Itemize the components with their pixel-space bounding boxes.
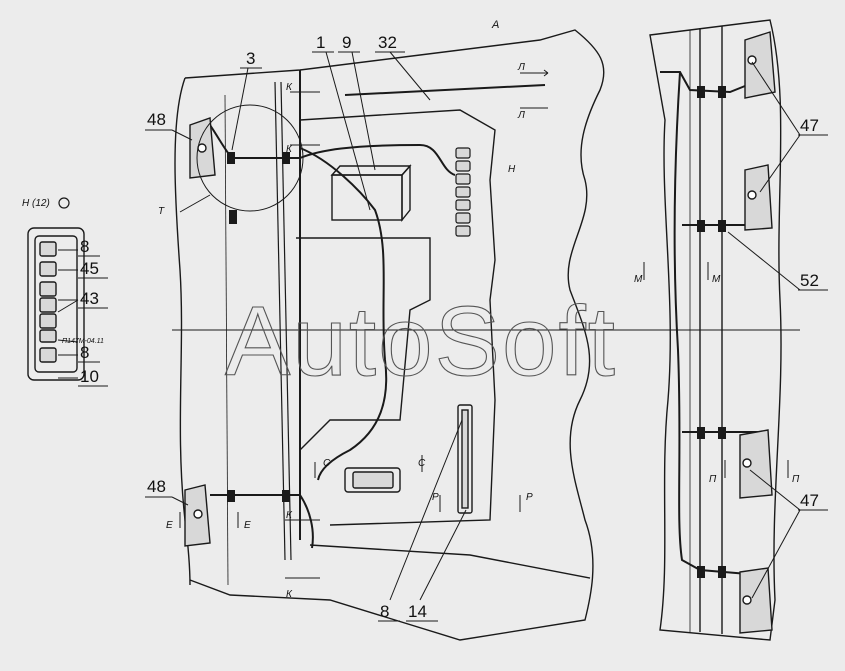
connector-caption: Н (12) [22,198,50,209]
svg-text:К: К [286,589,293,600]
lamp-48-lower[interactable] [184,484,211,547]
callout-47a: 47 [800,116,819,135]
harness-clamps-right [697,86,726,578]
callout-9: 9 [342,33,351,52]
watermark: AutoSoft [225,286,617,396]
callout-10: 10 [80,367,99,386]
block-code: П147М-04.11 [62,338,104,345]
connector-symbol [58,197,70,209]
leader-lines [57,51,801,601]
svg-text:Н: Н [508,164,516,175]
callout-47b: 47 [800,491,819,510]
svg-text:К: К [286,144,293,155]
svg-text:Р: Р [526,492,533,503]
label-underlines [78,51,828,622]
lamp-47-2[interactable] [744,164,773,231]
callout-3: 3 [246,49,255,68]
lamp-47-4[interactable] [739,567,773,634]
cab-outline [174,29,605,641]
connector-cluster[interactable] [455,147,471,237]
marker-lamp-14[interactable] [457,404,473,514]
callout-32: 32 [378,33,397,52]
callout-14: 14 [408,602,427,621]
svg-text:М: М [634,274,643,285]
svg-text:К: К [286,82,293,93]
svg-text:Л: Л [517,62,525,73]
svg-text:С: С [323,458,331,469]
svg-text:М: М [712,274,721,285]
svg-text:П: П [792,474,800,485]
svg-text:Е: Е [166,520,173,531]
junction-box[interactable] [330,164,412,222]
callout-8a: 8 [80,237,89,256]
svg-text:Л: Л [517,110,525,121]
lamp-48-upper[interactable] [189,117,216,179]
view-label: А [491,19,499,31]
svg-text:Т: Т [158,206,165,217]
callout-52: 52 [800,271,819,290]
lamp-c[interactable] [344,467,401,493]
svg-text:С: С [418,458,426,469]
fuse-block[interactable] [27,227,85,381]
callout-1: 1 [316,33,325,52]
callout-45: 45 [80,259,99,278]
callout-48a: 48 [147,110,166,129]
section-letters: К К К К Л Л Т Н М М С С Е Е Р Р П П [158,62,800,600]
callout-8c: 8 [380,602,389,621]
harness-clamps-left [227,152,290,502]
svg-text:Е: Е [244,520,251,531]
callout-43: 43 [80,289,99,308]
lamp-47-3[interactable] [739,429,773,499]
svg-text:П: П [709,474,717,485]
svg-text:К: К [286,510,293,521]
section-arrows [179,69,789,579]
callout-8b: 8 [80,343,89,362]
svg-text:Р: Р [432,492,439,503]
callout-48b: 48 [147,477,166,496]
detail-circle [196,104,304,212]
lamp-47-1[interactable] [744,31,776,99]
callout-labels: 1 9 32 3 48 48 47 47 52 8 45 43 8 10 8 1… [80,33,819,621]
